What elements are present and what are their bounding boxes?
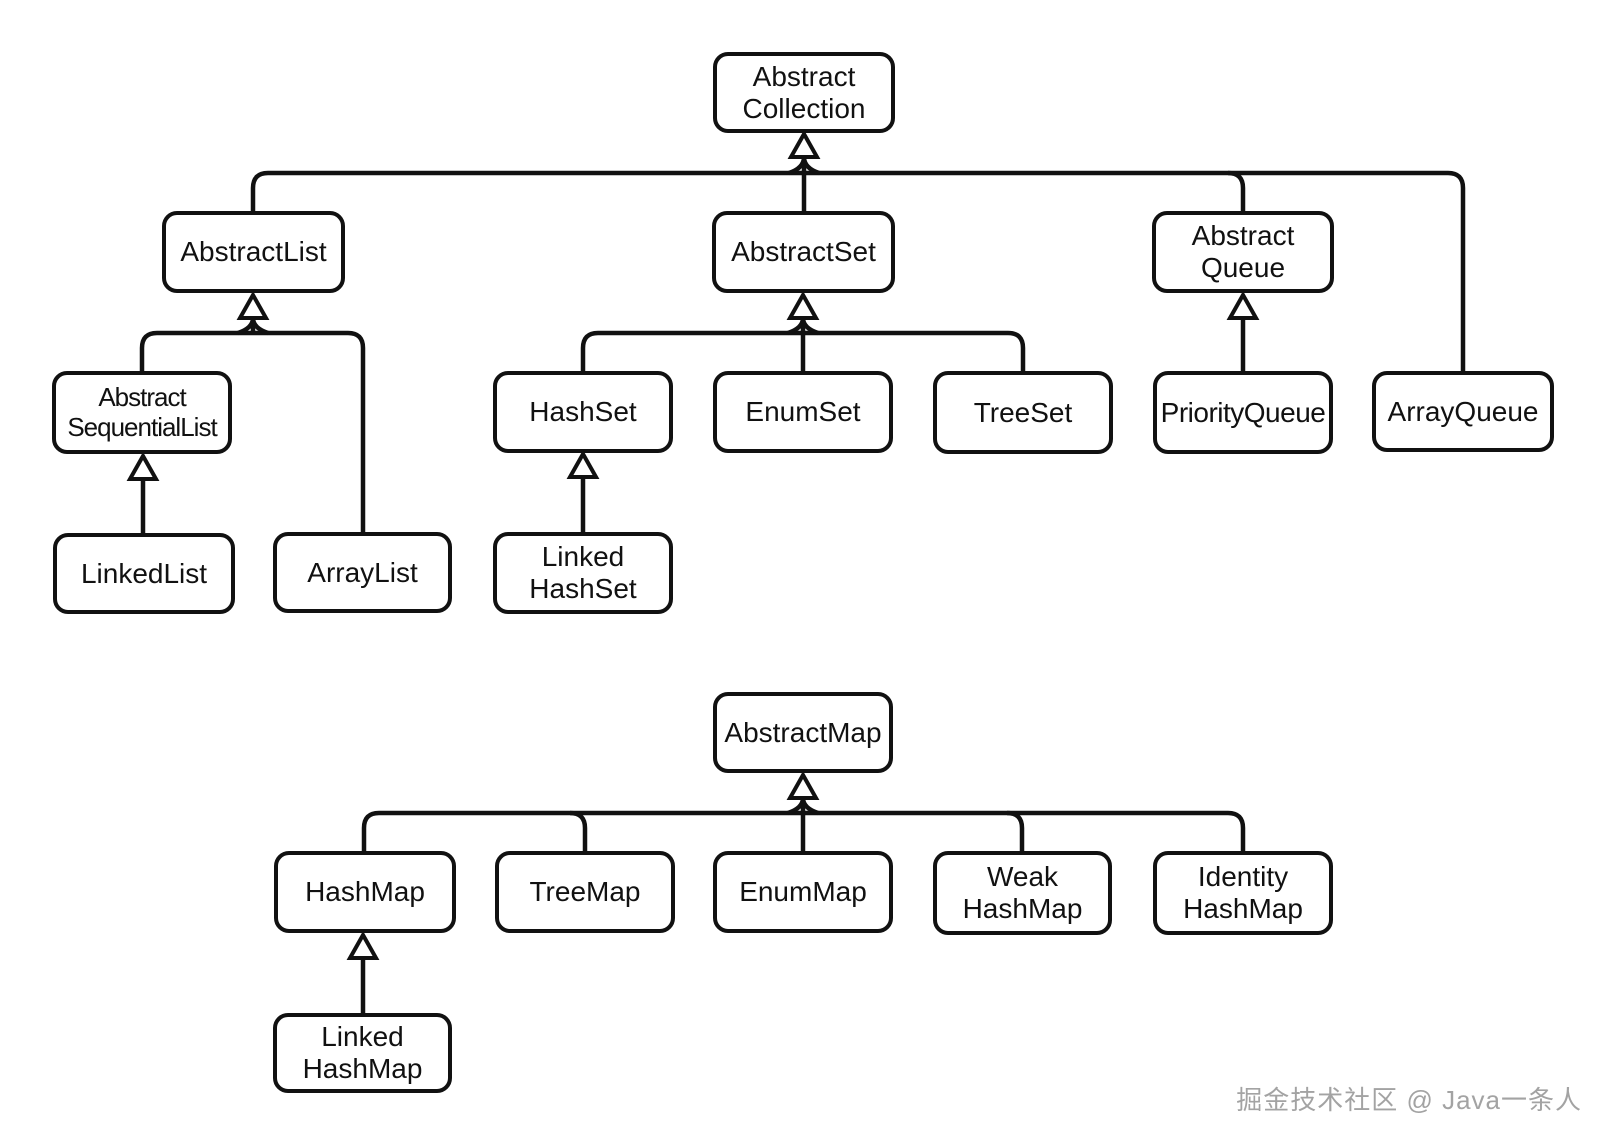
edges-to-abstract-collection — [250, 129, 1466, 371]
node-tree-set: TreeSet — [933, 371, 1113, 454]
generalization-arrow-icon — [346, 930, 380, 960]
node-weak-hash-map: Weak HashMap — [933, 851, 1112, 935]
generalization-arrow-icon — [786, 770, 820, 800]
generalization-arrow-icon — [236, 290, 270, 320]
node-abstract-sequential-list: Abstract SequentialList — [52, 371, 232, 454]
node-hash-map: HashMap — [274, 851, 456, 933]
node-linked-list: LinkedList — [53, 533, 235, 614]
edge-linkedhashset-to-hashset — [566, 449, 600, 532]
edge-priorityqueue-to-abstractqueue — [1226, 290, 1260, 371]
node-enum-set: EnumSet — [713, 371, 893, 453]
generalization-arrow-icon — [566, 449, 600, 479]
node-abstract-map: AbstractMap — [713, 692, 893, 773]
generalization-arrow-icon — [787, 129, 821, 159]
node-tree-map: TreeMap — [495, 851, 675, 933]
generalization-arrow-icon — [1226, 290, 1260, 320]
node-identity-hash-map: Identity HashMap — [1153, 851, 1333, 935]
edges-to-abstract-map — [361, 770, 1246, 851]
node-linked-hash-map: Linked HashMap — [273, 1013, 452, 1093]
edges-to-abstract-list — [139, 290, 366, 532]
edges-to-abstract-set — [580, 290, 1026, 371]
node-hash-set: HashSet — [493, 371, 673, 453]
node-array-queue: ArrayQueue — [1372, 371, 1554, 452]
node-enum-map: EnumMap — [713, 851, 893, 933]
node-abstract-list: AbstractList — [162, 211, 345, 293]
node-priority-queue: PriorityQueue — [1153, 371, 1333, 454]
node-abstract-set: AbstractSet — [712, 211, 895, 293]
watermark: 掘金技术社区 @ Java一条人 — [1236, 1085, 1582, 1115]
edge-linkedlist-to-abstractsequentiallist — [126, 451, 160, 533]
edge-linkedhashmap-to-hashmap — [346, 930, 380, 1013]
node-array-list: ArrayList — [273, 532, 452, 613]
node-abstract-queue: Abstract Queue — [1152, 211, 1334, 293]
node-abstract-collection: Abstract Collection — [713, 52, 895, 133]
generalization-arrow-icon — [126, 451, 160, 481]
generalization-arrow-icon — [786, 290, 820, 320]
node-linked-hash-set: Linked HashSet — [493, 532, 673, 614]
